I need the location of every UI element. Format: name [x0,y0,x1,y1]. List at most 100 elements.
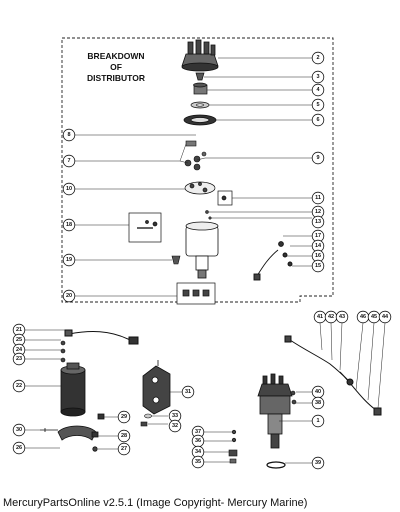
coil-mounting-bracket [142,360,171,415]
callout-18: 18 [62,218,76,232]
callout-27: 27 [117,442,131,456]
svg-text:34: 34 [195,449,202,455]
svg-text:26: 26 [16,445,22,451]
callout-1: 1 [311,414,325,428]
callout-9: 9 [311,151,325,165]
callout-35: 35 [191,455,205,469]
svg-text:35: 35 [195,459,201,465]
pickup-parts [290,390,297,405]
breakdown-frame [61,37,334,303]
callout-39: 39 [311,456,325,470]
callout-40: 40 [311,385,325,399]
footer-caption: MercuryPartsOnline v2.5.1 (Image Copyrig… [3,497,308,509]
distributor-hold-down [228,429,238,464]
callout-31: 31 [181,385,195,399]
svg-text:10: 10 [66,186,72,192]
callout-24: 24 [12,343,26,357]
callout-8: 8 [62,128,76,142]
svg-text:12: 12 [315,209,321,215]
callout-26: 26 [12,441,26,455]
svg-text:41: 41 [317,314,323,320]
svg-text:1: 1 [316,418,319,424]
svg-text:43: 43 [339,314,345,320]
coil-bracket [57,413,105,441]
title-line-1: BREAKDOWN [87,51,144,61]
svg-text:24: 24 [16,347,23,353]
svg-text:5: 5 [316,102,319,108]
callout-30: 30 [12,423,26,437]
svg-text:11: 11 [315,195,321,201]
svg-text:27: 27 [121,446,127,452]
advance-weights-kit [217,190,233,206]
svg-text:42: 42 [328,314,334,320]
svg-text:13: 13 [315,219,321,225]
callout-42: 42 [324,310,338,324]
bracket-screws [140,413,152,427]
svg-text:46: 46 [360,314,366,320]
svg-text:45: 45 [371,314,377,320]
title-line-2: OF [110,62,122,72]
contact-points [184,151,207,171]
svg-text:23: 23 [16,356,22,362]
breaker-plate-ring [183,114,217,126]
svg-text:38: 38 [315,400,321,406]
callout-7: 7 [62,154,76,168]
callout-23: 23 [12,352,26,366]
cap-spring-clip [176,282,216,305]
svg-text:19: 19 [66,257,72,263]
callout-circles: 2 3 4 5 6 8 7 9 10 11 12 13 18 17 14 16 … [12,51,392,470]
callout-45: 45 [367,310,381,324]
o-ring [266,461,286,469]
svg-text:20: 20 [66,293,72,299]
callout-15: 15 [311,259,325,273]
callout-29: 29 [117,410,131,424]
svg-text:36: 36 [195,438,201,444]
svg-text:16: 16 [315,253,321,259]
svg-text:21: 21 [16,327,22,333]
callout-41: 41 [313,310,327,324]
callout-38: 38 [311,396,325,410]
svg-text:40: 40 [315,389,321,395]
rotor [195,72,205,81]
callout-43: 43 [335,310,349,324]
coil-hardware [60,340,66,363]
callout-44: 44 [378,310,392,324]
high-tension-lead [253,241,293,281]
breakdown-title: BREAKDOWN OF DISTRIBUTOR [87,51,145,83]
vacuum-advance [128,212,162,243]
callout-19: 19 [62,253,76,267]
svg-text:4: 4 [316,87,320,93]
callout-12: 12 [311,205,325,219]
svg-text:15: 15 [315,263,321,269]
svg-text:37: 37 [195,429,201,435]
callout-2: 2 [311,51,325,65]
breaker-plate [184,181,216,195]
svg-text:14: 14 [315,243,322,249]
svg-text:39: 39 [315,460,321,466]
svg-text:29: 29 [121,414,127,420]
condenser [185,140,197,147]
callout-3: 3 [311,70,325,84]
gear-pin [205,210,212,220]
distributor-assembly [257,373,293,449]
callout-36: 36 [191,434,205,448]
leader-lines [25,57,386,464]
distributor-clamp [171,255,181,265]
svg-text:3: 3 [316,74,319,80]
callout-5: 5 [311,98,325,112]
svg-text:2: 2 [316,55,319,61]
svg-text:22: 22 [16,383,22,389]
svg-text:32: 32 [172,423,178,429]
callout-4: 4 [311,83,325,97]
callout-20: 20 [62,289,76,303]
coil-lead-wire [64,329,139,345]
callout-11: 11 [311,191,325,205]
distributor-cap [181,39,219,72]
svg-text:31: 31 [185,389,191,395]
svg-text:17: 17 [315,233,321,239]
ignition-leads [284,335,382,416]
callout-10: 10 [62,182,76,196]
title-line-3: DISTRIBUTOR [87,73,145,83]
svg-text:28: 28 [121,433,127,439]
svg-text:6: 6 [316,117,319,123]
